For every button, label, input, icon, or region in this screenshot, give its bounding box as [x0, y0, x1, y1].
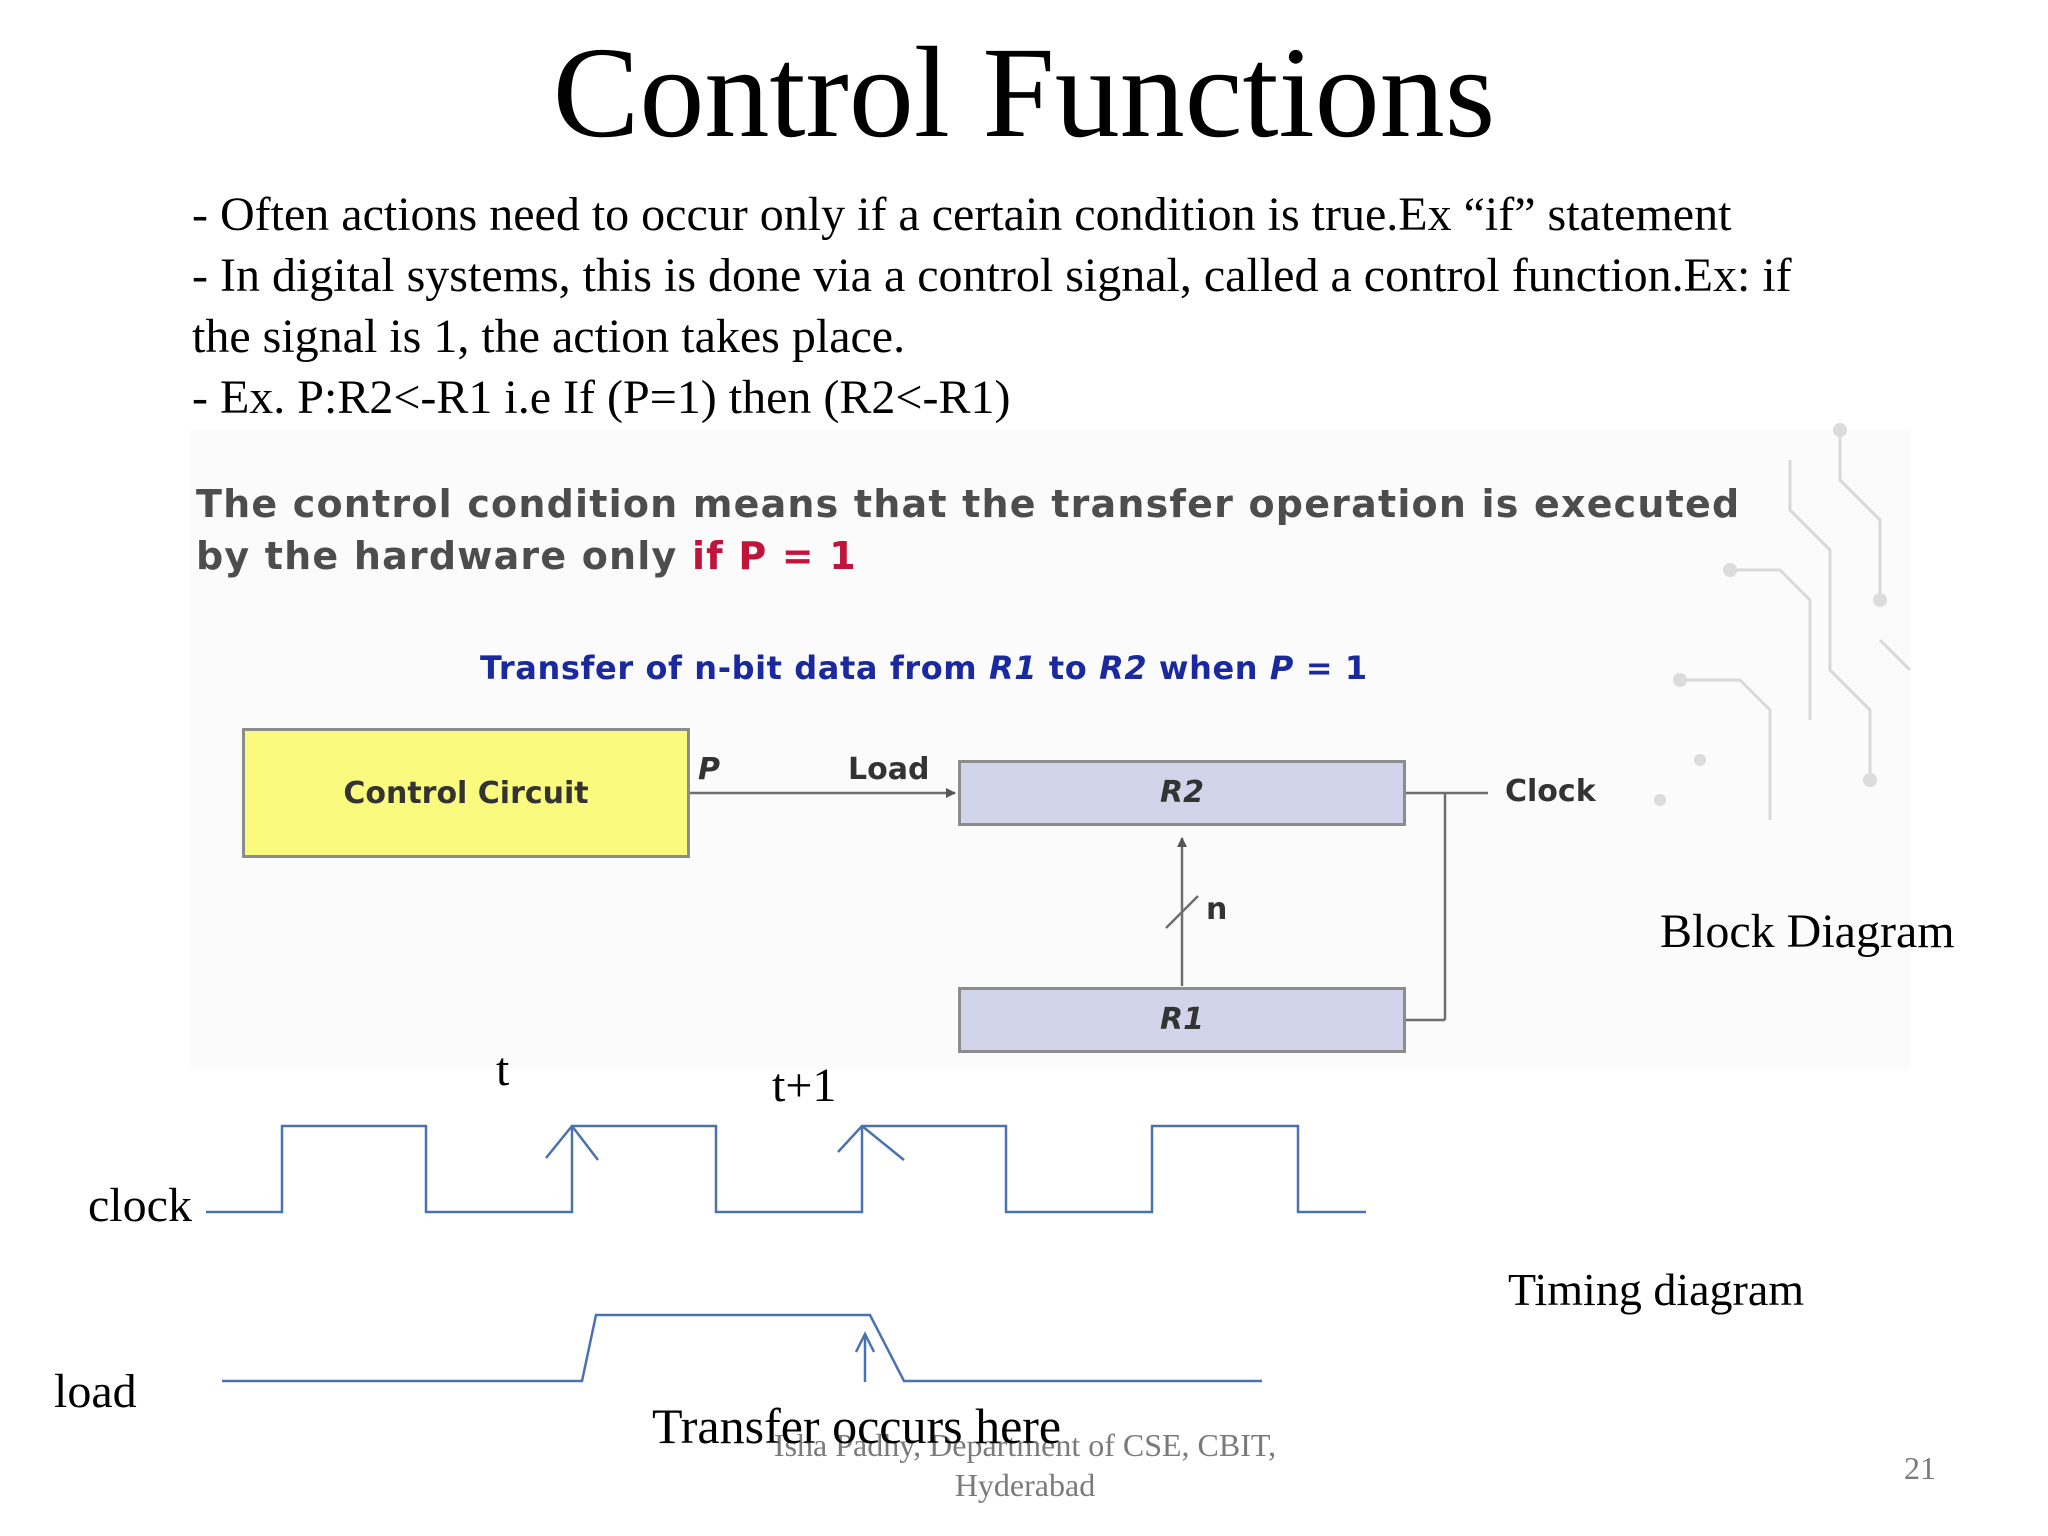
slide-title: Control Functions [552, 21, 1496, 165]
load-waveform [222, 1313, 1262, 1383]
transfer-occurs-note: Transfer occurs here [652, 1398, 1062, 1454]
transfer-caption: Transfer of n-bit data from R1 to R2 whe… [480, 644, 1368, 692]
footer-credit: Isha Padhy, Department of CSE, CBIT, Hyd… [700, 1425, 1350, 1505]
load-waveform-label: load [54, 1365, 137, 1418]
bus-width-label: n [1206, 892, 1228, 927]
control-circuit-label: Control Circuit [343, 775, 589, 811]
register-r2-label: R2 [1160, 775, 1204, 810]
bullet-line-4: - Ex. P:R2<-R1 i.e If (P=1) then (R2<-R1… [192, 371, 1011, 424]
caption-r2: R2 [1099, 649, 1148, 687]
condition-highlight: if P = 1 [691, 534, 857, 578]
control-circuit-box: Control Circuit [242, 728, 690, 858]
condition-text-prefix: by the hardware only [196, 534, 692, 578]
register-r2-box [958, 760, 1406, 826]
bullet-line-3: the signal is 1, the action takes place. [192, 310, 906, 363]
caption-part-b: to [1037, 649, 1100, 687]
caption-part-d: = 1 [1293, 649, 1368, 687]
bullet-line-1: - Often actions need to occur only if a … [192, 188, 1732, 241]
load-signal-label: Load [848, 752, 930, 787]
page-number: 21 [1904, 1450, 1936, 1486]
footer-line-2: Hyderabad [954, 1467, 1096, 1503]
footer-line-1: Isha Padhy, Department of CSE, CBIT, [773, 1427, 1277, 1463]
circuit-pattern-decoration [1654, 423, 1912, 820]
clock-waveform [206, 1124, 1366, 1214]
p-signal-label: P [698, 752, 720, 787]
clock-waveform-label: clock [88, 1179, 192, 1232]
condition-text-line-1: The control condition means that the tra… [196, 482, 1741, 526]
block-diagram-label: Block Diagram [1660, 905, 1955, 958]
timing-diagram-label: Timing diagram [1508, 1264, 1805, 1315]
caption-r1: R1 [989, 649, 1038, 687]
bullet-line-2: - In digital systems, this is done via a… [192, 249, 1792, 302]
clock-signal-label: Clock [1505, 774, 1596, 809]
caption-p: P [1269, 649, 1294, 687]
caption-part-a: Transfer of n-bit data from [480, 649, 989, 687]
time-t-label: t [496, 1043, 510, 1096]
time-t-plus-1-label: t+1 [772, 1059, 837, 1112]
condition-text-line-2: by the hardware only if P = 1 [196, 530, 857, 582]
caption-part-c: when [1147, 649, 1270, 687]
register-r1-label: R1 [1160, 1002, 1204, 1037]
register-r1-box [958, 987, 1406, 1053]
